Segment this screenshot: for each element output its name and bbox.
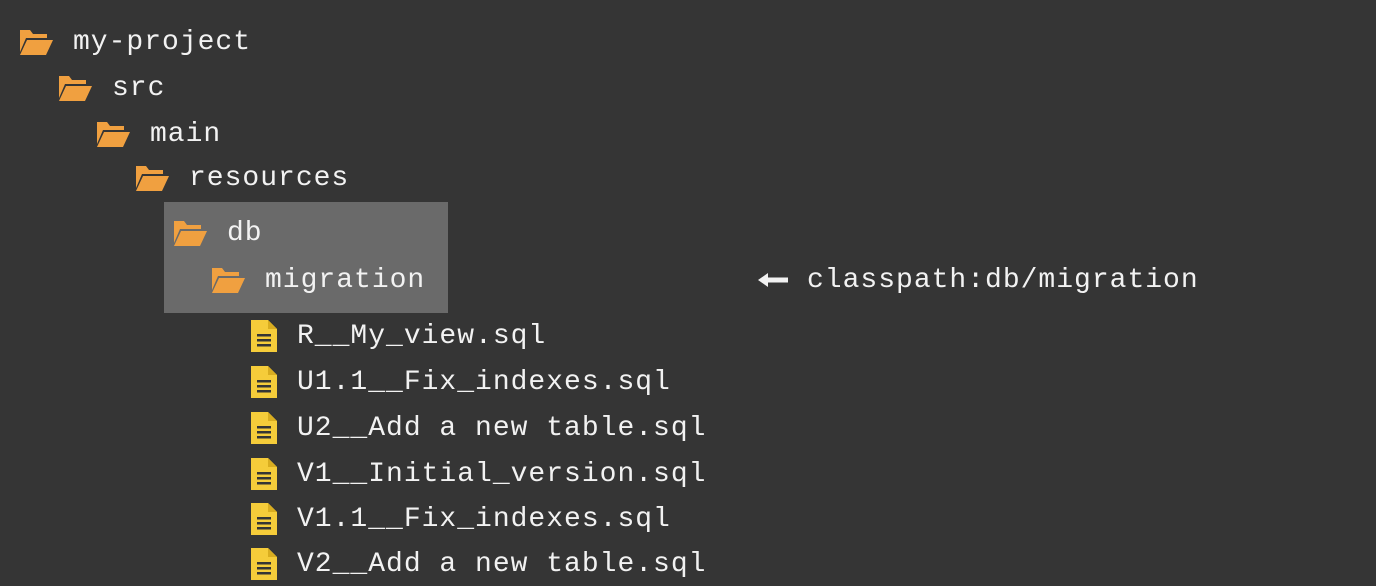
file-label: R__My_view.sql <box>297 320 547 352</box>
file-text-icon <box>249 457 279 491</box>
file-label: U2__Add a new table.sql <box>297 412 707 444</box>
file-text-icon <box>249 502 279 536</box>
classpath-annotation: classpath:db/migration <box>756 260 1199 300</box>
folder-label: db <box>227 217 263 249</box>
tree-file[interactable]: R__My_view.sql <box>249 316 546 356</box>
tree-file[interactable]: V2__Add a new table.sql <box>249 544 706 584</box>
file-label: V2__Add a new table.sql <box>297 548 707 580</box>
tree-folder-db[interactable]: db <box>172 213 263 253</box>
selection-highlight <box>164 202 448 313</box>
file-label: U1.1__Fix_indexes.sql <box>297 366 671 398</box>
tree-file[interactable]: U1.1__Fix_indexes.sql <box>249 362 671 402</box>
file-text-icon <box>249 319 279 353</box>
arrow-left-icon <box>756 270 790 290</box>
file-text-icon <box>249 411 279 445</box>
folder-label: resources <box>189 162 350 194</box>
folder-open-icon <box>57 72 93 104</box>
tree-folder-migration[interactable]: migration <box>210 260 425 300</box>
file-text-icon <box>249 547 279 581</box>
tree-file[interactable]: V1.1__Fix_indexes.sql <box>249 499 671 539</box>
tree-file[interactable]: U2__Add a new table.sql <box>249 408 706 448</box>
folder-label: my-project <box>73 26 252 58</box>
tree-folder-src[interactable]: src <box>57 68 165 108</box>
tree-folder-my-project[interactable]: my-project <box>18 22 251 62</box>
folder-open-icon <box>134 162 170 194</box>
folder-label: migration <box>265 264 426 296</box>
folder-open-icon <box>210 264 246 296</box>
file-text-icon <box>249 365 279 399</box>
tree-folder-resources[interactable]: resources <box>134 158 349 198</box>
folder-label: src <box>112 72 166 104</box>
tree-folder-main[interactable]: main <box>95 114 221 154</box>
folder-open-icon <box>95 118 131 150</box>
file-label: V1__Initial_version.sql <box>297 458 707 490</box>
folder-label: main <box>150 118 222 150</box>
file-label: V1.1__Fix_indexes.sql <box>297 503 671 535</box>
folder-open-icon <box>18 26 54 58</box>
annotation-text: classpath:db/migration <box>807 264 1199 296</box>
tree-file[interactable]: V1__Initial_version.sql <box>249 454 706 494</box>
folder-open-icon <box>172 217 208 249</box>
